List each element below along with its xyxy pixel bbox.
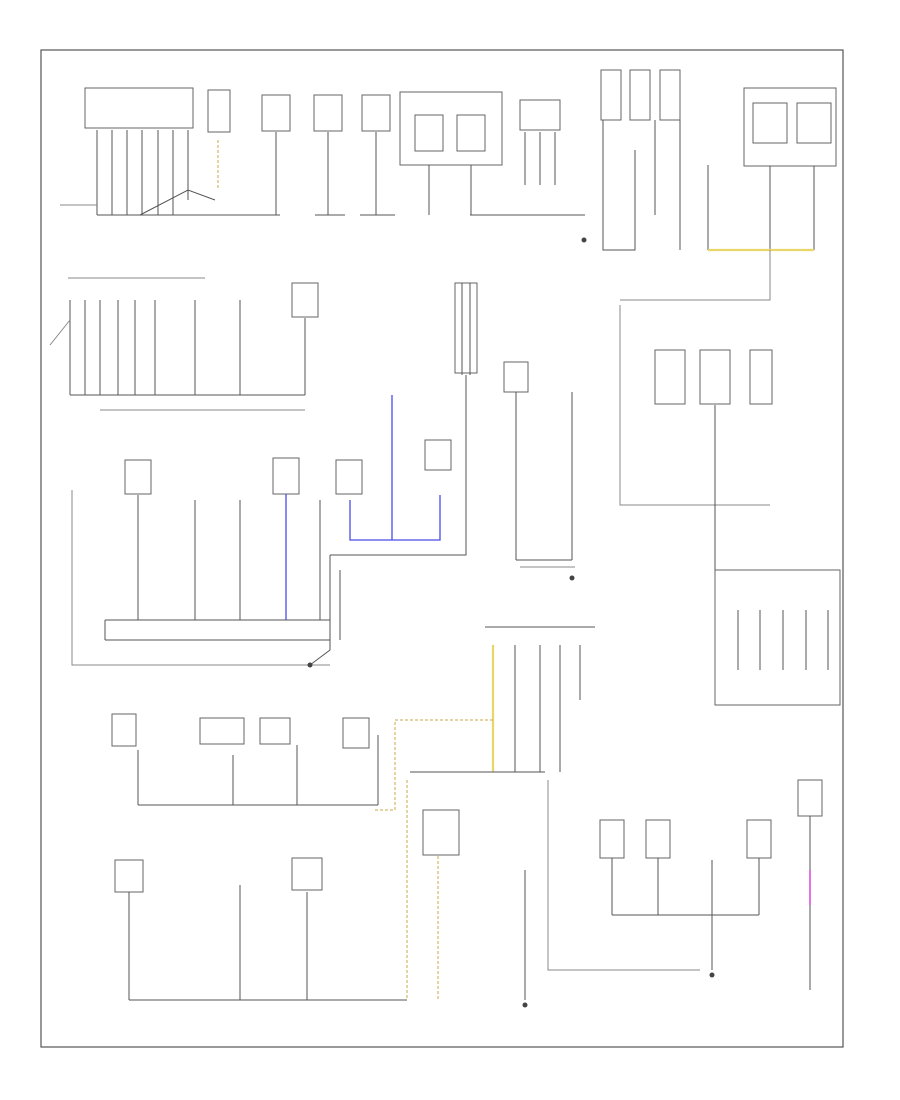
- center-connector-wires: [330, 283, 471, 556]
- right-sensor-3-box: [659, 69, 681, 121]
- brake-light-box: [424, 439, 452, 471]
- bottom-left-wires: [128, 885, 407, 1001]
- bottom-right-unit-1-box: [599, 819, 625, 859]
- brake-harness-box: [519, 99, 561, 131]
- right-vertical-module-wires: [737, 610, 829, 670]
- lower-left-harness: [104, 494, 341, 666]
- horn-unit-box: [207, 89, 231, 133]
- bottom-right-unit-2-box: [645, 819, 671, 859]
- diagram-frame: [40, 49, 844, 1048]
- ground-point-left: [307, 662, 313, 668]
- brake-harness-wires: [524, 132, 556, 185]
- right-headlight-harness-box: [84, 87, 194, 129]
- starter-wire: [360, 132, 395, 216]
- right-front-module-left-box: [752, 102, 788, 144]
- right-front-module-wires: [769, 166, 815, 250]
- center-connector-box: [454, 282, 478, 374]
- front-sensor-wires: [428, 165, 585, 216]
- cooling-fan-box: [261, 94, 291, 132]
- front-sensor-left-box: [414, 114, 444, 152]
- ground-point-center: [569, 575, 575, 581]
- left-outline-wire: [71, 490, 330, 666]
- abs-unit-box: [272, 457, 300, 495]
- ground-point-bottom: [522, 1002, 528, 1008]
- starter-box: [361, 94, 391, 132]
- bottom-right-unit-3-box: [746, 819, 772, 859]
- right-sensor-1-box: [600, 69, 622, 121]
- right-module-c-box: [749, 349, 773, 405]
- right-headlight-wires: [60, 130, 280, 216]
- ground-point-bottom-right: [709, 972, 715, 978]
- hood-switch-box: [124, 459, 152, 495]
- bottom-unit-3-box: [422, 809, 460, 856]
- bottom-right-wires: [611, 858, 760, 970]
- lower-sensor-1-box: [111, 713, 137, 747]
- right-sensor-2-box: [629, 69, 651, 121]
- lower-sensor-wires: [137, 735, 379, 806]
- bottom-unit-1-box: [114, 859, 144, 893]
- lower-sensor-4-box: [342, 717, 370, 749]
- front-sensor-right-box: [456, 114, 486, 152]
- ground-bus-return-wire: [547, 780, 700, 971]
- lower-sensor-3-box: [259, 717, 291, 745]
- ground-bus-wires: [492, 645, 581, 772]
- right-module-outline-wire: [619, 250, 771, 506]
- yellow-dashed-wire-bus: [375, 719, 493, 811]
- battery-sensor-wire: [315, 132, 345, 216]
- right-module-a-box: [654, 349, 686, 405]
- cooling-fan-2-box: [291, 282, 319, 318]
- ecm-ground-wires: [515, 392, 573, 561]
- left-headlight-wires: [49, 300, 305, 396]
- ground-point-top: [581, 237, 587, 243]
- bottom-right-unit-4-box: [797, 779, 823, 817]
- right-vertical-module-box: [714, 569, 841, 706]
- right-front-module-right-box: [796, 102, 832, 144]
- battery-sensor-box: [313, 94, 343, 132]
- lower-sensor-2-box: [199, 717, 245, 745]
- right-sensor-wires: [602, 120, 681, 251]
- blue-brake-wires: [349, 395, 441, 541]
- ecm-connector-box: [503, 361, 529, 393]
- brake-fluid-box: [335, 459, 363, 495]
- yellow-dashed-bottom: [406, 780, 439, 1000]
- bottom-unit-2-box: [291, 857, 323, 891]
- right-module-b-box: [699, 349, 731, 405]
